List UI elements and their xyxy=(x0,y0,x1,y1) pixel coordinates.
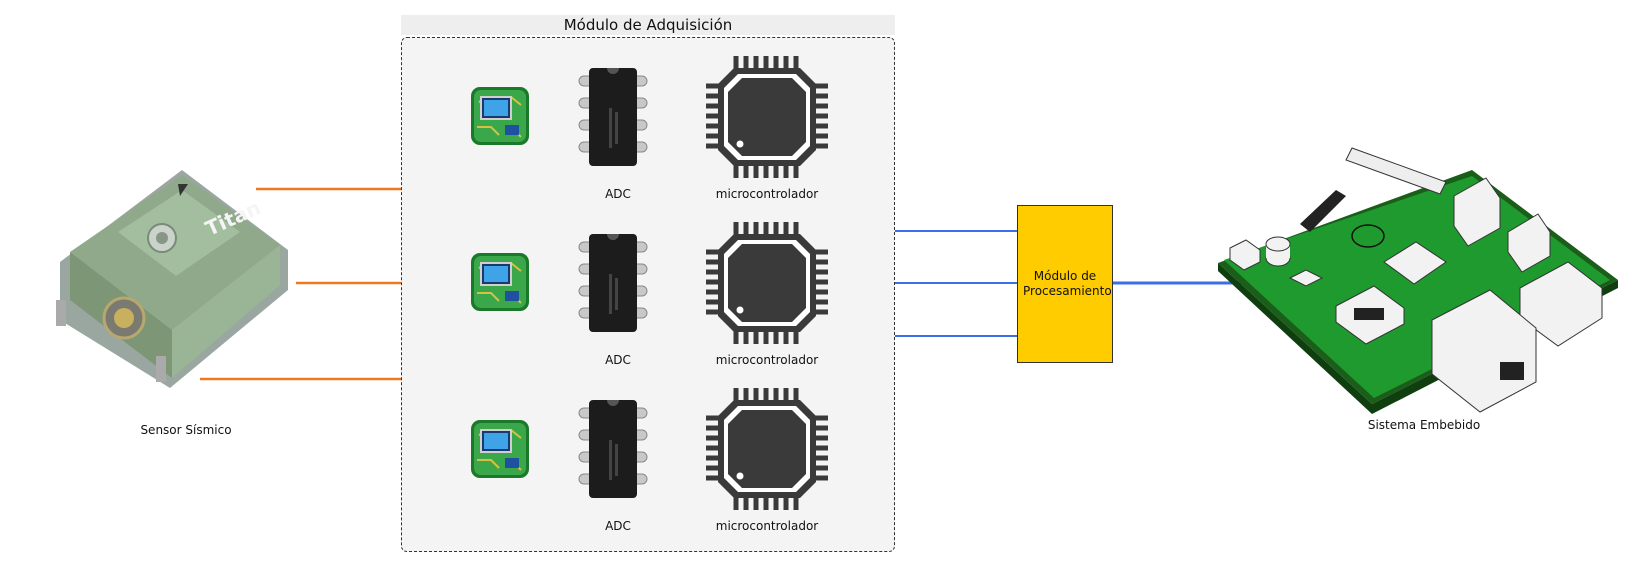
mcu-label-2: microcontrolador xyxy=(715,353,819,367)
embedded-system-label: Sistema Embebido xyxy=(1367,418,1481,432)
amplifier-chip-2 xyxy=(470,252,530,312)
sensor-label: Sensor Sísmico xyxy=(140,423,232,437)
amplifier-chip-1 xyxy=(470,86,530,146)
mcu-label-1: microcontrolador xyxy=(715,187,819,201)
embedded-board-illustration xyxy=(1218,147,1618,414)
microcontroller-chip-2 xyxy=(706,222,828,344)
processing-module: Módulo de Procesamiento xyxy=(1017,205,1113,363)
amplifier-chip-3 xyxy=(470,419,530,479)
adc-label-3: ADC xyxy=(605,519,631,533)
adc-chip-1 xyxy=(578,67,648,167)
adc-label-2: ADC xyxy=(605,353,631,367)
microcontroller-chip-1 xyxy=(706,56,828,178)
seismic-sensor-illustration xyxy=(56,170,288,388)
microcontroller-chip-3 xyxy=(706,388,828,510)
processing-module-label: Módulo de Procesamiento xyxy=(1023,269,1112,298)
adc-chip-3 xyxy=(578,399,648,499)
adc-chip-2 xyxy=(578,233,648,333)
acquisition-module-title: Módulo de Adquisición xyxy=(401,15,895,35)
mcu-label-3: microcontrolador xyxy=(715,519,819,533)
adc-label-1: ADC xyxy=(605,187,631,201)
